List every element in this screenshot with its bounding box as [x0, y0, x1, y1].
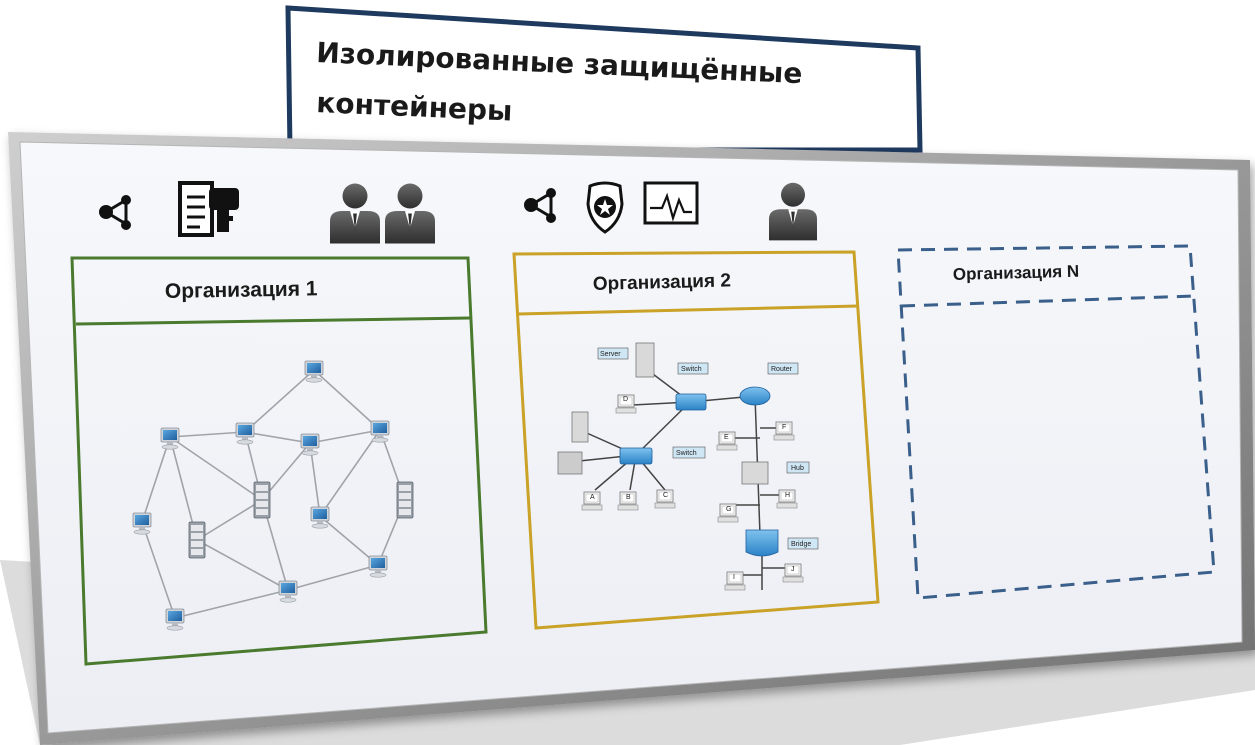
label-box: [597, 347, 629, 360]
node-label: C: [663, 492, 668, 499]
node-label: D: [623, 396, 628, 403]
computer-node: [310, 506, 330, 529]
computer-node: [278, 580, 298, 603]
server-label: Server: [600, 351, 621, 358]
server-device: [571, 411, 589, 443]
computer-node: [300, 433, 320, 456]
monitoring-chart-icon: [643, 181, 699, 225]
switch-top-label: Switch: [681, 366, 702, 373]
bridge-label: Bridge: [791, 541, 811, 548]
computer-node: [368, 555, 388, 578]
node-label: G: [726, 506, 731, 513]
label-box: [786, 461, 810, 474]
router-label: Router: [771, 366, 793, 373]
orgN-label: Организация N: [953, 262, 1080, 284]
computer-node: [160, 427, 180, 450]
label-box: [672, 446, 706, 459]
computer-node: [370, 420, 390, 443]
switch-device: [675, 393, 707, 411]
label-box: [767, 362, 799, 375]
server-node: [253, 481, 271, 519]
computer-node: [304, 360, 324, 383]
printer-device: [557, 451, 583, 475]
switch-bottom-label: Switch: [676, 450, 697, 457]
server-device: [635, 342, 655, 378]
bridge-device: [745, 529, 779, 557]
node-label: E: [724, 434, 729, 441]
hub-device: [741, 461, 769, 485]
document-key-icon: [178, 181, 239, 237]
org1-container: Организация 1: [70, 256, 488, 666]
org1-label: Организация 1: [165, 277, 318, 303]
hub-label: Hub: [791, 465, 804, 472]
computer-node: [165, 608, 185, 631]
title-box: Изолированные защищённые контейнеры: [285, 5, 923, 153]
server-node: [188, 521, 206, 559]
computer-node: [132, 512, 152, 535]
server-node: [396, 481, 414, 519]
org1-icons: [97, 181, 435, 244]
node-label: A: [590, 494, 595, 501]
org2-icons: [522, 181, 817, 241]
node-label: I: [733, 574, 735, 581]
router-device: [739, 386, 771, 406]
node-label: F: [782, 424, 786, 431]
label-box: [787, 537, 819, 550]
org2-container: Организация 2: [512, 250, 880, 630]
workstation-node: [724, 571, 746, 591]
orgN-container: Организация N: [896, 244, 1216, 600]
board-frame: [8, 132, 1255, 745]
node-label: B: [626, 494, 631, 501]
org2-label: Организация 2: [593, 270, 732, 295]
node-label: H: [785, 492, 790, 499]
node-label: J: [791, 566, 795, 573]
computer-node: [235, 422, 255, 445]
label-box: [677, 362, 709, 375]
police-badge-icon: [586, 181, 624, 234]
org2-network: Server Switch Router D Switch A B C E F: [557, 342, 819, 591]
switch-device: [619, 447, 653, 465]
